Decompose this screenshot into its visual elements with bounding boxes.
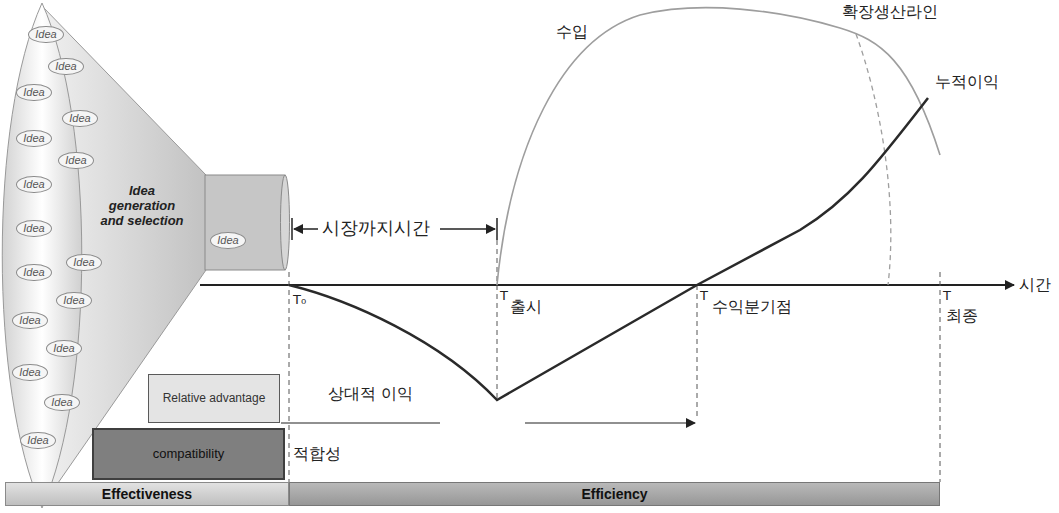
idea-oval: Idea [48, 58, 83, 75]
funnel-outlet [281, 175, 290, 270]
bracket-arrow [440, 228, 495, 230]
idea-text: Idea [23, 222, 44, 235]
guide-line [697, 285, 698, 420]
idea-oval: Idea [12, 364, 47, 381]
bracket-tick [291, 218, 293, 240]
idea-text: Idea [23, 266, 44, 279]
idea-text: Idea [23, 178, 44, 191]
milestone-label: 수익분기점 [712, 297, 792, 316]
time-marker: T₀ [293, 292, 306, 308]
idea-oval: Idea [12, 312, 47, 329]
idea-text: Idea [27, 434, 48, 447]
curve-label: 수입 [556, 22, 588, 41]
time-marker: T [700, 288, 708, 304]
expansion-curve [856, 34, 891, 285]
phase-band: Effectiveness [5, 482, 289, 506]
axis-label: 시간 [1019, 275, 1051, 294]
idea-oval: Idea [16, 176, 51, 193]
profit-curve [289, 98, 928, 400]
idea-oval: Idea [16, 130, 51, 147]
idea-text: Idea [35, 28, 56, 41]
curve-label: 누적이익 [935, 72, 999, 91]
box-text: Relative advantage [163, 392, 266, 406]
idea-oval: Idea [16, 84, 51, 101]
funnel-neck [205, 175, 285, 270]
bracket-tick [496, 218, 498, 240]
bracket-arrow [294, 228, 318, 230]
idea-oval: Idea [210, 232, 245, 249]
time-marker: T [943, 288, 951, 304]
idea-text: Idea [73, 256, 94, 269]
revenue-curve [497, 8, 940, 285]
guide-line [289, 272, 290, 482]
idea-text: Idea [23, 132, 44, 145]
idea-text: Idea [23, 86, 44, 99]
milestone-label: 출시 [510, 297, 542, 316]
idea-text: Idea [217, 234, 238, 247]
guide-line [497, 240, 498, 398]
idea-oval: Idea [44, 394, 79, 411]
arrow-label: 상대적 이익 [328, 384, 413, 403]
idea-oval: Idea [20, 432, 55, 449]
milestone-label: 최종 [946, 306, 978, 325]
idea-oval: Idea [28, 26, 63, 43]
compatibility-box: compatibility [92, 428, 285, 480]
idea-oval: Idea [56, 292, 91, 309]
advantage-line [281, 422, 440, 423]
time-marker: T [500, 288, 508, 304]
funnel-title: Idea generation and selection [98, 183, 186, 228]
funnel-mouth [2, 3, 82, 508]
idea-text: Idea [55, 60, 76, 73]
idea-oval: Idea [16, 220, 51, 237]
idea-text: Idea [65, 154, 86, 167]
box-label: 적합성 [293, 444, 341, 463]
idea-text: Idea [63, 294, 84, 307]
advantage-arrow [525, 422, 695, 423]
idea-oval: Idea [58, 152, 93, 169]
time-axis [200, 284, 1014, 286]
idea-text: Idea [69, 112, 90, 125]
advantage-box: Relative advantage [148, 374, 280, 423]
idea-oval: Idea [62, 110, 97, 127]
interval-label: 시장까지시간 [322, 217, 430, 239]
box-text: Effectiveness [102, 486, 192, 502]
idea-text: Idea [19, 366, 40, 379]
idea-oval: Idea [66, 254, 101, 271]
idea-text: Idea [51, 396, 72, 409]
idea-text: Idea [53, 342, 74, 355]
box-text: compatibility [153, 447, 225, 462]
idea-oval: Idea [16, 264, 51, 281]
box-text: Efficiency [581, 486, 647, 502]
phase-band: Efficiency [289, 482, 940, 506]
idea-text: Idea [19, 314, 40, 327]
guide-line [940, 272, 941, 482]
idea-oval: Idea [46, 340, 81, 357]
curve-label: 확장생산라인 [842, 2, 938, 21]
